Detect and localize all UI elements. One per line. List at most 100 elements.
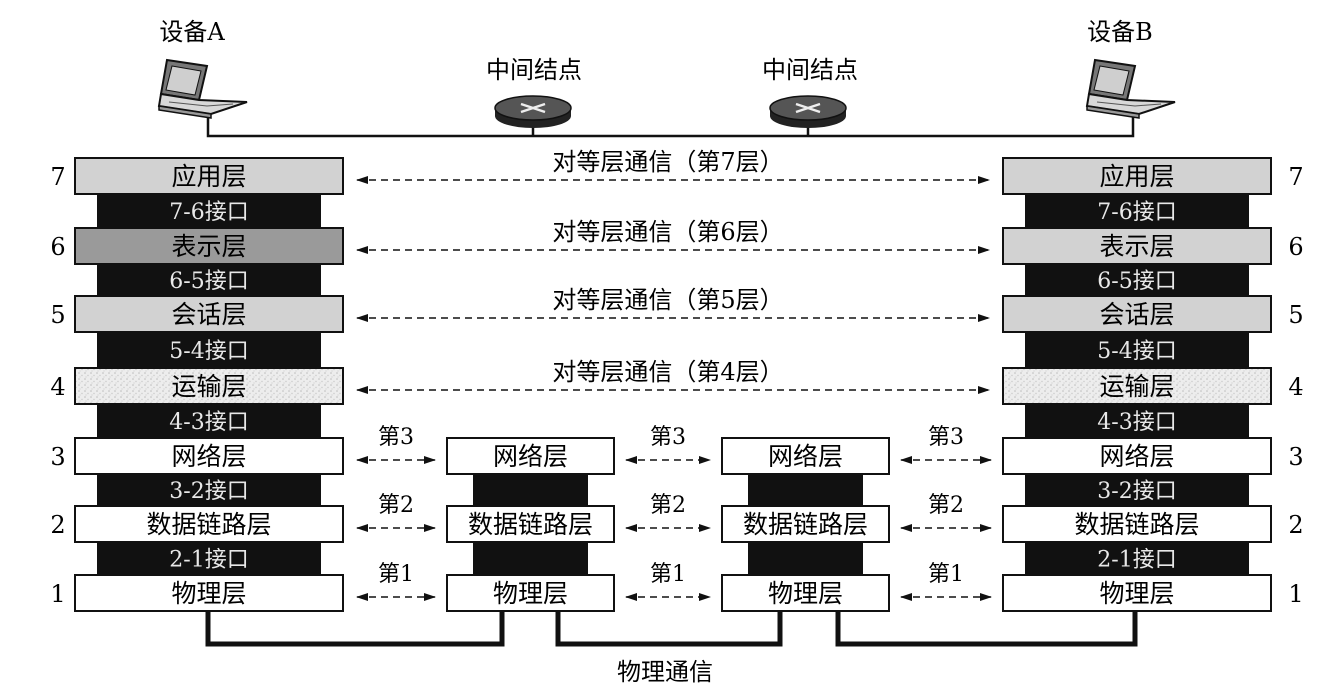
top-link-line [206, 112, 1135, 138]
interface-band-b [1025, 264, 1249, 296]
interface-label-a: 6-5接口 [169, 269, 248, 294]
device-b-layer-box [1002, 227, 1272, 265]
device-a-layer-label: 数据链路层 [146, 510, 271, 539]
node2-layer-box [721, 574, 890, 612]
interface-label-a: 5-4接口 [169, 339, 248, 364]
node2-layer-label: 网络层 [768, 442, 843, 471]
layer-number-left: 7 [50, 163, 65, 191]
hop-label: 第3 [928, 425, 964, 450]
device-b-layer-box [1002, 505, 1272, 543]
layer-number-left: 2 [50, 511, 65, 539]
peer-communication-label: 对等层通信（第5层） [552, 286, 783, 314]
interface-band-a [97, 194, 321, 228]
layer-number-left: 4 [50, 373, 65, 401]
interface-band-a [97, 474, 321, 506]
layer-number-right: 7 [1288, 163, 1303, 191]
device-a-layer-box [74, 574, 344, 612]
device-b-layer-label: 物理层 [1099, 579, 1174, 608]
device-b-layer-label: 会话层 [1099, 300, 1174, 329]
device-b-layer-label: 运输层 [1099, 372, 1174, 401]
interface-label-a: 2-1接口 [169, 548, 248, 573]
node1-layer-box [446, 437, 615, 475]
layer-number-right: 2 [1288, 511, 1303, 539]
physical-link-node1-to-node2 [555, 612, 783, 647]
node1-interface-band [473, 542, 588, 575]
node2-label: 中间结点 [762, 56, 858, 84]
device-b-layer-label: 应用层 [1099, 162, 1174, 191]
hop-label: 第2 [650, 493, 686, 518]
peer-communication-label: 对等层通信（第6层） [552, 218, 783, 246]
layer-number-left: 3 [50, 443, 65, 471]
interface-band-a [97, 542, 321, 575]
node2-layer-box [721, 505, 890, 543]
device-a-layer-box [74, 505, 344, 543]
device-a-layer-box [74, 227, 344, 265]
node1-layer-label: 物理层 [493, 579, 568, 608]
layer-number-right: 4 [1288, 373, 1303, 401]
device-a-layer-label: 应用层 [171, 162, 246, 191]
node2-layer-label: 数据链路层 [743, 510, 868, 539]
interface-band-b [1025, 194, 1249, 228]
hop-label: 第2 [928, 493, 964, 518]
interface-label-b: 6-5接口 [1097, 269, 1176, 294]
node2-interface-band [748, 474, 863, 506]
interface-band-a [97, 332, 321, 368]
physical-communication-label: 物理通信 [617, 658, 713, 686]
node2-layer-box [721, 437, 890, 475]
interface-label-a: 3-2接口 [169, 479, 248, 504]
device-a-layer-box [74, 367, 344, 405]
interface-label-b: 7-6接口 [1097, 200, 1176, 225]
device-a-layer-label: 物理层 [171, 579, 246, 608]
interface-label-b: 2-1接口 [1097, 548, 1176, 573]
device-a-layer-label: 会话层 [171, 300, 246, 329]
device-b-layer-box [1002, 157, 1272, 195]
interface-label-a: 7-6接口 [169, 200, 248, 225]
peer-communication-label: 对等层通信（第4层） [552, 358, 783, 386]
hop-label: 第1 [378, 562, 414, 587]
layer-number-right: 1 [1288, 580, 1303, 608]
peer-communication-label: 对等层通信（第7层） [552, 148, 783, 176]
interface-label-b: 3-2接口 [1097, 479, 1176, 504]
device-a-layer-box [74, 295, 344, 333]
layer-number-left: 5 [50, 301, 65, 329]
device-b-layer-box [1002, 574, 1272, 612]
interface-band-a [97, 404, 321, 438]
interface-band-b [1025, 474, 1249, 506]
hop-label: 第2 [378, 493, 414, 518]
interface-band-b [1025, 404, 1249, 438]
device-a-layer-label: 运输层 [171, 372, 246, 401]
interface-band-b [1025, 332, 1249, 368]
node2-interface-band [748, 542, 863, 575]
device-b-layer-label: 数据链路层 [1074, 510, 1199, 539]
layer-stack-group: 7-6接口 6-5接口 5-4接口 4-3接口 3-2接口 2-1接口 7-6接口 6-5接口… [50, 148, 1304, 612]
interface-label-a: 4-3接口 [169, 410, 248, 435]
physical-link-node2-to-b [835, 612, 1138, 647]
device-b-layer-label: 网络层 [1099, 442, 1174, 471]
device-b-layer-box [1002, 295, 1272, 333]
node1-layer-label: 网络层 [493, 442, 568, 471]
device-b-layer-label: 表示层 [1099, 232, 1174, 261]
interface-label-b: 5-4接口 [1097, 339, 1176, 364]
laptop-icon [157, 58, 248, 119]
device-a-label: 设备A [159, 18, 225, 46]
node1-layer-box [446, 574, 615, 612]
node1-layer-box [446, 505, 615, 543]
interface-band-b [1025, 542, 1249, 575]
hop-label: 第1 [650, 562, 686, 587]
device-b-layer-box [1002, 437, 1272, 475]
layer-number-left: 1 [50, 580, 65, 608]
node1-interface-band [473, 474, 588, 506]
device-b-label: 设备B [1087, 18, 1153, 46]
layer-number-left: 6 [50, 233, 65, 261]
laptop-icon [1085, 58, 1176, 119]
layer-number-right: 5 [1288, 301, 1303, 329]
device-a-layer-label: 网络层 [171, 442, 246, 471]
layer-number-right: 6 [1288, 233, 1303, 261]
node1-label: 中间结点 [486, 56, 582, 84]
device-a-layer-box [74, 157, 344, 195]
layer-number-right: 3 [1288, 443, 1303, 471]
interface-band-a [97, 264, 321, 296]
node1-layer-label: 数据链路层 [468, 510, 593, 539]
device-a-layer-box [74, 437, 344, 475]
